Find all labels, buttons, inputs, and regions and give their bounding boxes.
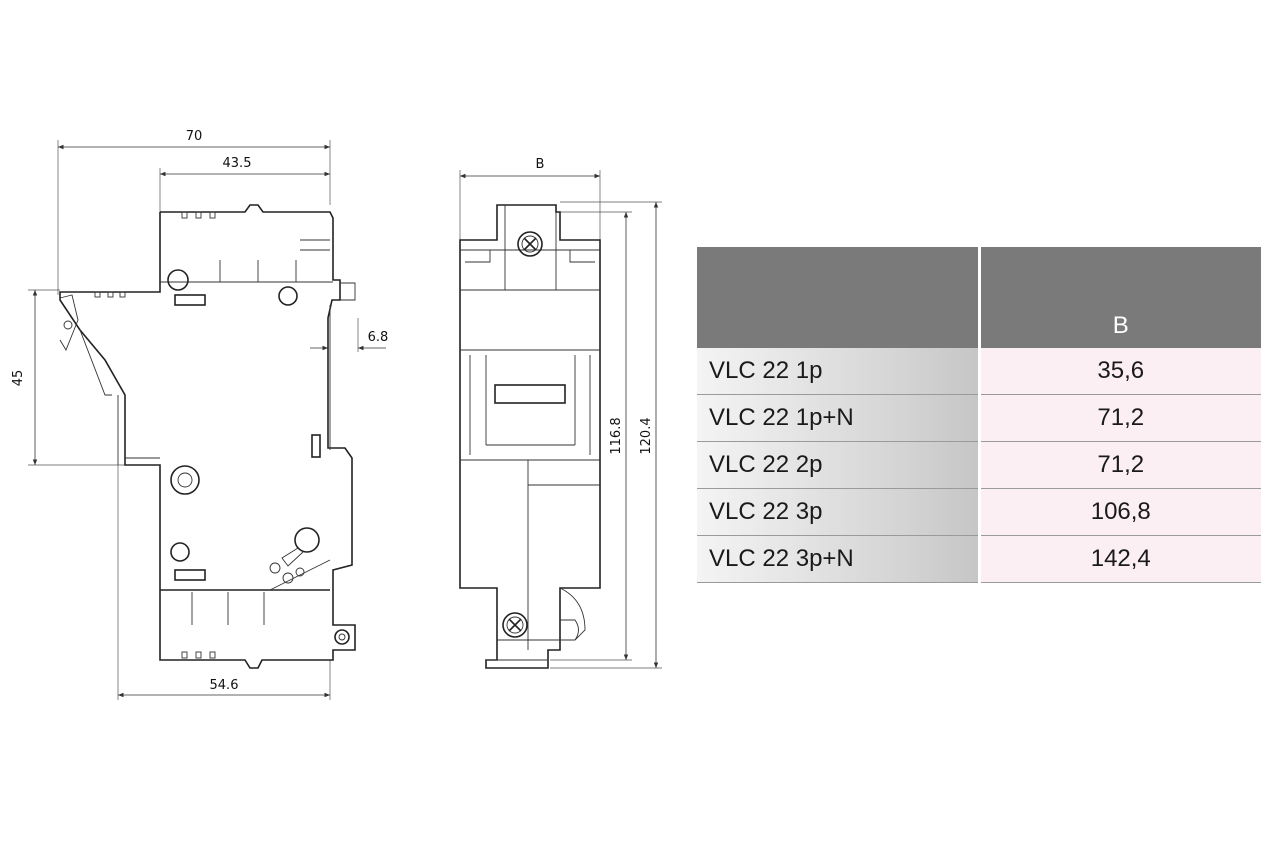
- front-body-outline: [59, 204, 356, 669]
- hole-top-left: [167, 269, 189, 291]
- row-b-value: 142,4: [979, 535, 1261, 583]
- knob: [294, 527, 320, 553]
- table-row: VLC 22 3p+N 142,4: [697, 535, 1261, 583]
- dim-label-b: B: [536, 157, 545, 172]
- dim-label-45: 45: [11, 370, 26, 387]
- hole-lower: [170, 542, 190, 562]
- label-window-bottom: [174, 569, 206, 581]
- dim-label-120-4: 120.4: [639, 417, 654, 454]
- hole-center: [170, 465, 200, 495]
- row-name: VLC 22 3p: [697, 488, 981, 536]
- row-b-value: 35,6: [979, 348, 1261, 395]
- table-row: VLC 22 3p 106,8: [697, 488, 1261, 536]
- screw-cross-icon: [502, 612, 528, 638]
- row-b-value: 71,2: [979, 441, 1261, 489]
- row-name: VLC 22 3p+N: [697, 535, 981, 583]
- dim-label-116-8: 116.8: [609, 417, 624, 454]
- label-window-top: [174, 294, 206, 306]
- indicator-slot: [311, 434, 321, 458]
- table-row: VLC 22 2p 71,2: [697, 441, 1261, 489]
- side-view: B 116.8 120.4: [459, 157, 662, 669]
- header-b-cell: B: [979, 247, 1261, 348]
- header-name-cell: [697, 247, 981, 348]
- front-view: 70 43.5 45 6.8 54.6: [11, 129, 388, 700]
- dim-label-6-8: 6.8: [368, 330, 389, 345]
- row-name: VLC 22 2p: [697, 441, 981, 489]
- hole-top-right: [278, 286, 298, 306]
- screw-cross-icon: [517, 231, 543, 257]
- dim-label-54-6: 54.6: [210, 678, 239, 693]
- dim-label-70: 70: [186, 129, 203, 144]
- row-name: VLC 22 1p: [697, 348, 981, 395]
- dim-label-43-5: 43.5: [223, 156, 252, 171]
- side-body-outline: [459, 204, 601, 669]
- row-name: VLC 22 1p+N: [697, 394, 981, 442]
- table-header-row: B: [697, 247, 1261, 348]
- row-b-value: 106,8: [979, 488, 1261, 536]
- table-row: VLC 22 1p 35,6: [697, 348, 1261, 395]
- table-row: VLC 22 1p+N 71,2: [697, 394, 1261, 442]
- row-b-value: 71,2: [979, 394, 1261, 442]
- dimension-table: B VLC 22 1p 35,6 VLC 22 1p+N 71,2 VLC 22…: [697, 247, 1261, 583]
- side-label-window: [494, 384, 566, 404]
